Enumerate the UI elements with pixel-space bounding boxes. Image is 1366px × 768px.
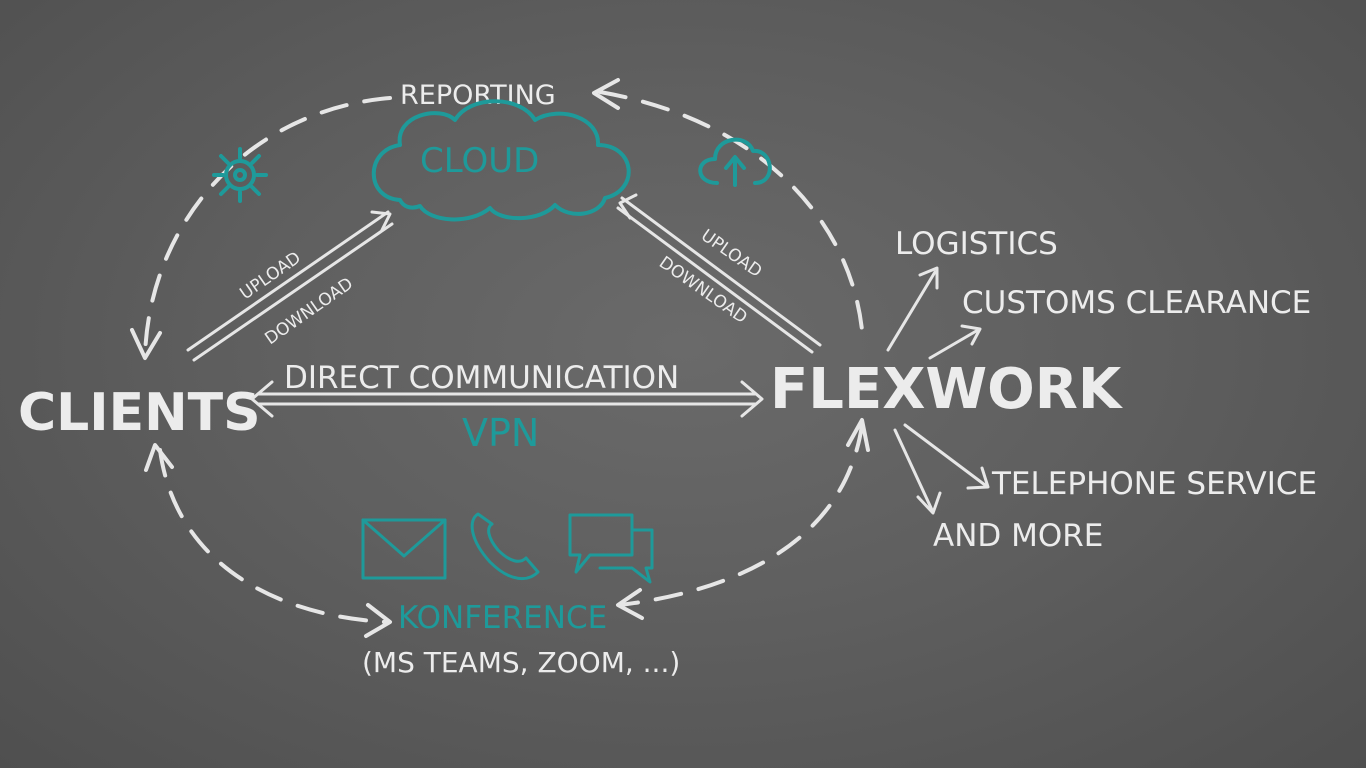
link-cloud-flexwork: [616, 193, 822, 354]
arrowhead-clients-top: [130, 328, 162, 360]
vpn-label: VPN: [462, 411, 539, 455]
dashed-arc-top-left: [143, 96, 392, 357]
service-logistics: LOGISTICS: [895, 226, 1058, 262]
cloud-shape: [371, 99, 631, 222]
service-customs: CUSTOMS CLEARANCE: [962, 285, 1311, 321]
service-more: AND MORE: [933, 518, 1103, 554]
chat-bubbles-icon: [568, 513, 654, 584]
dashed-arc-top-right: [598, 90, 864, 332]
arrowhead-clients-bottom: [144, 443, 174, 472]
direct-link-arrow: [250, 380, 764, 418]
direct-communication-label: DIRECT COMMUNICATION: [284, 360, 679, 396]
settings-gear-icon: [212, 147, 268, 203]
service-telephone: TELEPHONE SERVICE: [991, 466, 1317, 502]
arrowhead-reporting: [592, 78, 620, 110]
arrowhead-konference-left: [364, 603, 392, 638]
service-arrows: [886, 266, 990, 515]
arrowhead-konference-right: [616, 588, 644, 620]
label-left-download: DOWNLOAD: [261, 274, 357, 349]
dashed-arc-bottom-right: [618, 423, 864, 607]
cloud-label: CLOUD: [420, 141, 539, 181]
cloud-upload-icon: [698, 137, 772, 187]
link-clients-cloud: [186, 210, 394, 362]
dashed-arc-bottom-left: [158, 448, 387, 624]
arrowhead-flexwork-bottom: [846, 418, 870, 452]
flexwork-label: FLEXWORK: [770, 357, 1124, 422]
konference-subtitle: (MS TEAMS, ZOOM, ...): [362, 646, 680, 679]
konference-label: KONFERENCE: [398, 600, 607, 636]
clients-label: CLIENTS: [18, 383, 261, 443]
mail-icon: [361, 518, 447, 580]
reporting-label: REPORTING: [400, 80, 556, 111]
phone-icon: [470, 512, 540, 581]
